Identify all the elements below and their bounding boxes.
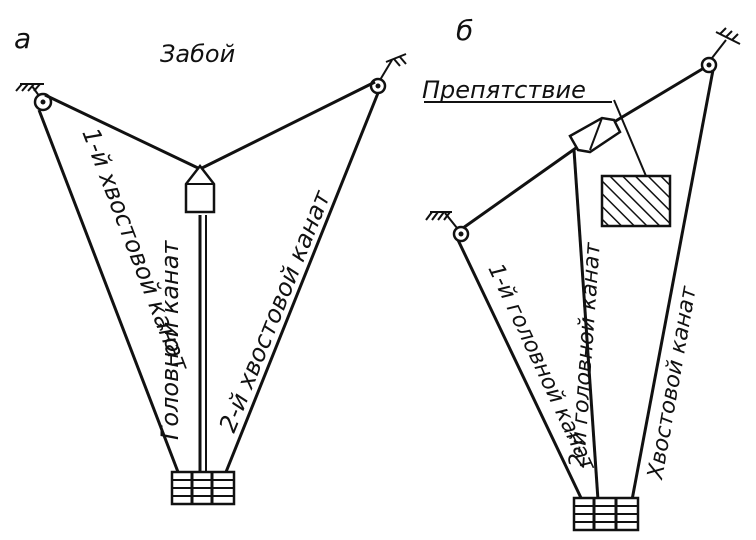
diagram-a: а Забой <box>14 22 407 506</box>
scraper-b <box>568 116 622 154</box>
tail-rope-b-label: Хвостовой канат <box>643 283 702 482</box>
diagram-b: б <box>422 14 741 532</box>
rope-a-tail-2 <box>224 92 380 473</box>
rope-b-left-top <box>462 146 577 230</box>
rope-a-left-top <box>44 93 199 170</box>
face-label: Забой <box>160 40 235 68</box>
rope-b-tail <box>630 69 715 501</box>
rope-a-right-top <box>201 80 376 170</box>
obstacle-leader-line <box>613 99 647 177</box>
obstacle-label: Препятствие <box>422 76 586 104</box>
top-right-anchor-pulley <box>700 27 741 74</box>
winch-a <box>170 470 236 506</box>
head-rope-a-label: Головной канат <box>156 240 184 440</box>
rope-b-head-2 <box>572 149 600 501</box>
rope-a-tail-1 <box>37 109 180 473</box>
winch-b <box>572 496 640 532</box>
rope-b-head-1 <box>456 239 584 501</box>
rope-b-right-top <box>613 66 705 124</box>
rope-b-2-label: 2-й головной канат <box>565 241 606 469</box>
diagram-b-letter: б <box>456 14 473 47</box>
obstacle <box>600 174 672 228</box>
left-anchor-pulley <box>15 83 53 112</box>
left-anchor-pulley-b <box>425 211 470 243</box>
rope-a-2-label: 2-й хвостовой канат <box>214 186 337 436</box>
right-anchor-pulley <box>369 53 407 95</box>
diagram-a-letter: а <box>14 22 31 55</box>
scraper-a <box>184 163 216 214</box>
